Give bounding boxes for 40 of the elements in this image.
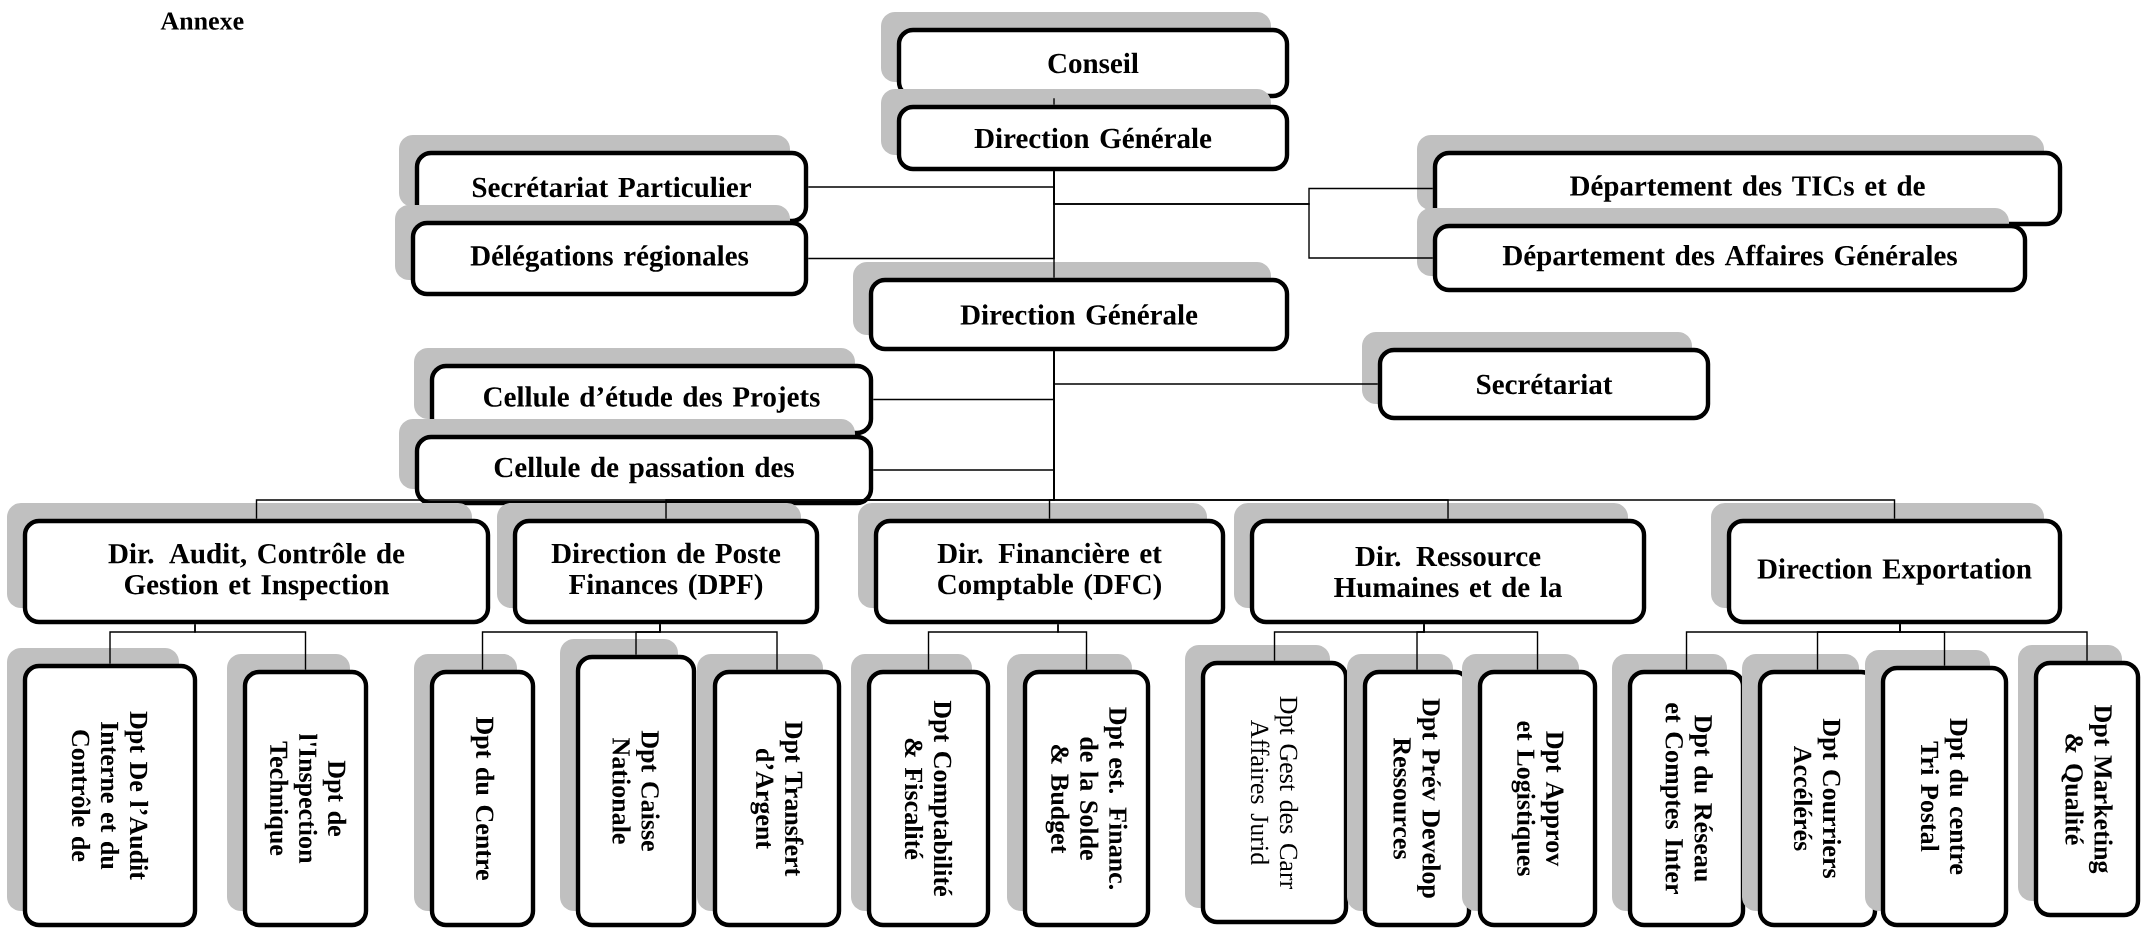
department-box: Dpt Marketing & Qualité	[2018, 645, 2141, 918]
connector-line	[1057, 623, 1088, 671]
org-box: Dir. Financière et Comptable (DFC)	[858, 503, 1226, 625]
org-box: Dir. Ressource Humaines et de la	[1234, 503, 1647, 625]
department-box: Dpt Comptabilité & Fiscalité	[851, 654, 991, 928]
org-box: Secrétariat	[1362, 332, 1711, 421]
node-label: Conseil	[1048, 52, 1139, 74]
node-label: Dpt Prév Develop Ressources	[1393, 698, 1441, 898]
org-box: Dir. Audit, Contrôle de Gestion et Inspection	[7, 503, 491, 625]
heading: Annexe	[160, 12, 244, 30]
org-box: Cellule de passation des	[399, 419, 874, 506]
department-box: Dpt Courriers Accélérés	[1742, 654, 1878, 928]
department-box: Dpt Gest des Carr Affaires Jurid	[1185, 645, 1349, 925]
department-box: Dpt Caisse Nationale	[560, 639, 697, 928]
department-box: Dpt du Centre	[414, 654, 536, 928]
node-label: Dpt Gest des Carr Affaires Jurid	[1250, 696, 1299, 890]
department-box: Dpt du Réseau et Comptes Inter	[1612, 654, 1746, 928]
connector-line	[1053, 170, 1055, 279]
org-box: Délégations régionales	[395, 205, 809, 297]
connector-line	[1423, 623, 1539, 671]
department-box: Dpt Transfert d’Argent	[697, 654, 842, 928]
connector-line	[1053, 350, 1896, 520]
department-box: Dpt Approv et Logistiques	[1462, 654, 1598, 928]
org-box: Département des Affaires Générales	[1417, 208, 2028, 293]
org-box: Direction Exportation	[1711, 503, 2063, 625]
department-box: Dpt est. Financ. de la Solde & Budget	[1007, 654, 1151, 928]
department-box: Dpt Prév Develop Ressources	[1347, 654, 1472, 928]
org-box: Conseil	[881, 12, 1290, 99]
connector-line	[194, 623, 307, 671]
department-box: Dpt du centre Tri Postal	[1865, 650, 2009, 928]
connector-line	[659, 623, 778, 671]
org-box: Direction Générale	[853, 262, 1290, 352]
node-label: Dpt du Réseau et Comptes Inter	[1660, 703, 1713, 894]
org-box: Direction de Poste Finances (DPF)	[497, 503, 820, 625]
department-box: Dpt de l'Inspection Technique	[227, 654, 369, 928]
connector-line	[1899, 623, 2088, 662]
node-label: Cellule de passation des	[494, 456, 794, 484]
org-box: Direction Générale	[881, 89, 1290, 172]
department-box: Dpt De l’Audit Interne et du Contrôle de	[7, 648, 198, 928]
connector-line	[1053, 97, 1055, 106]
